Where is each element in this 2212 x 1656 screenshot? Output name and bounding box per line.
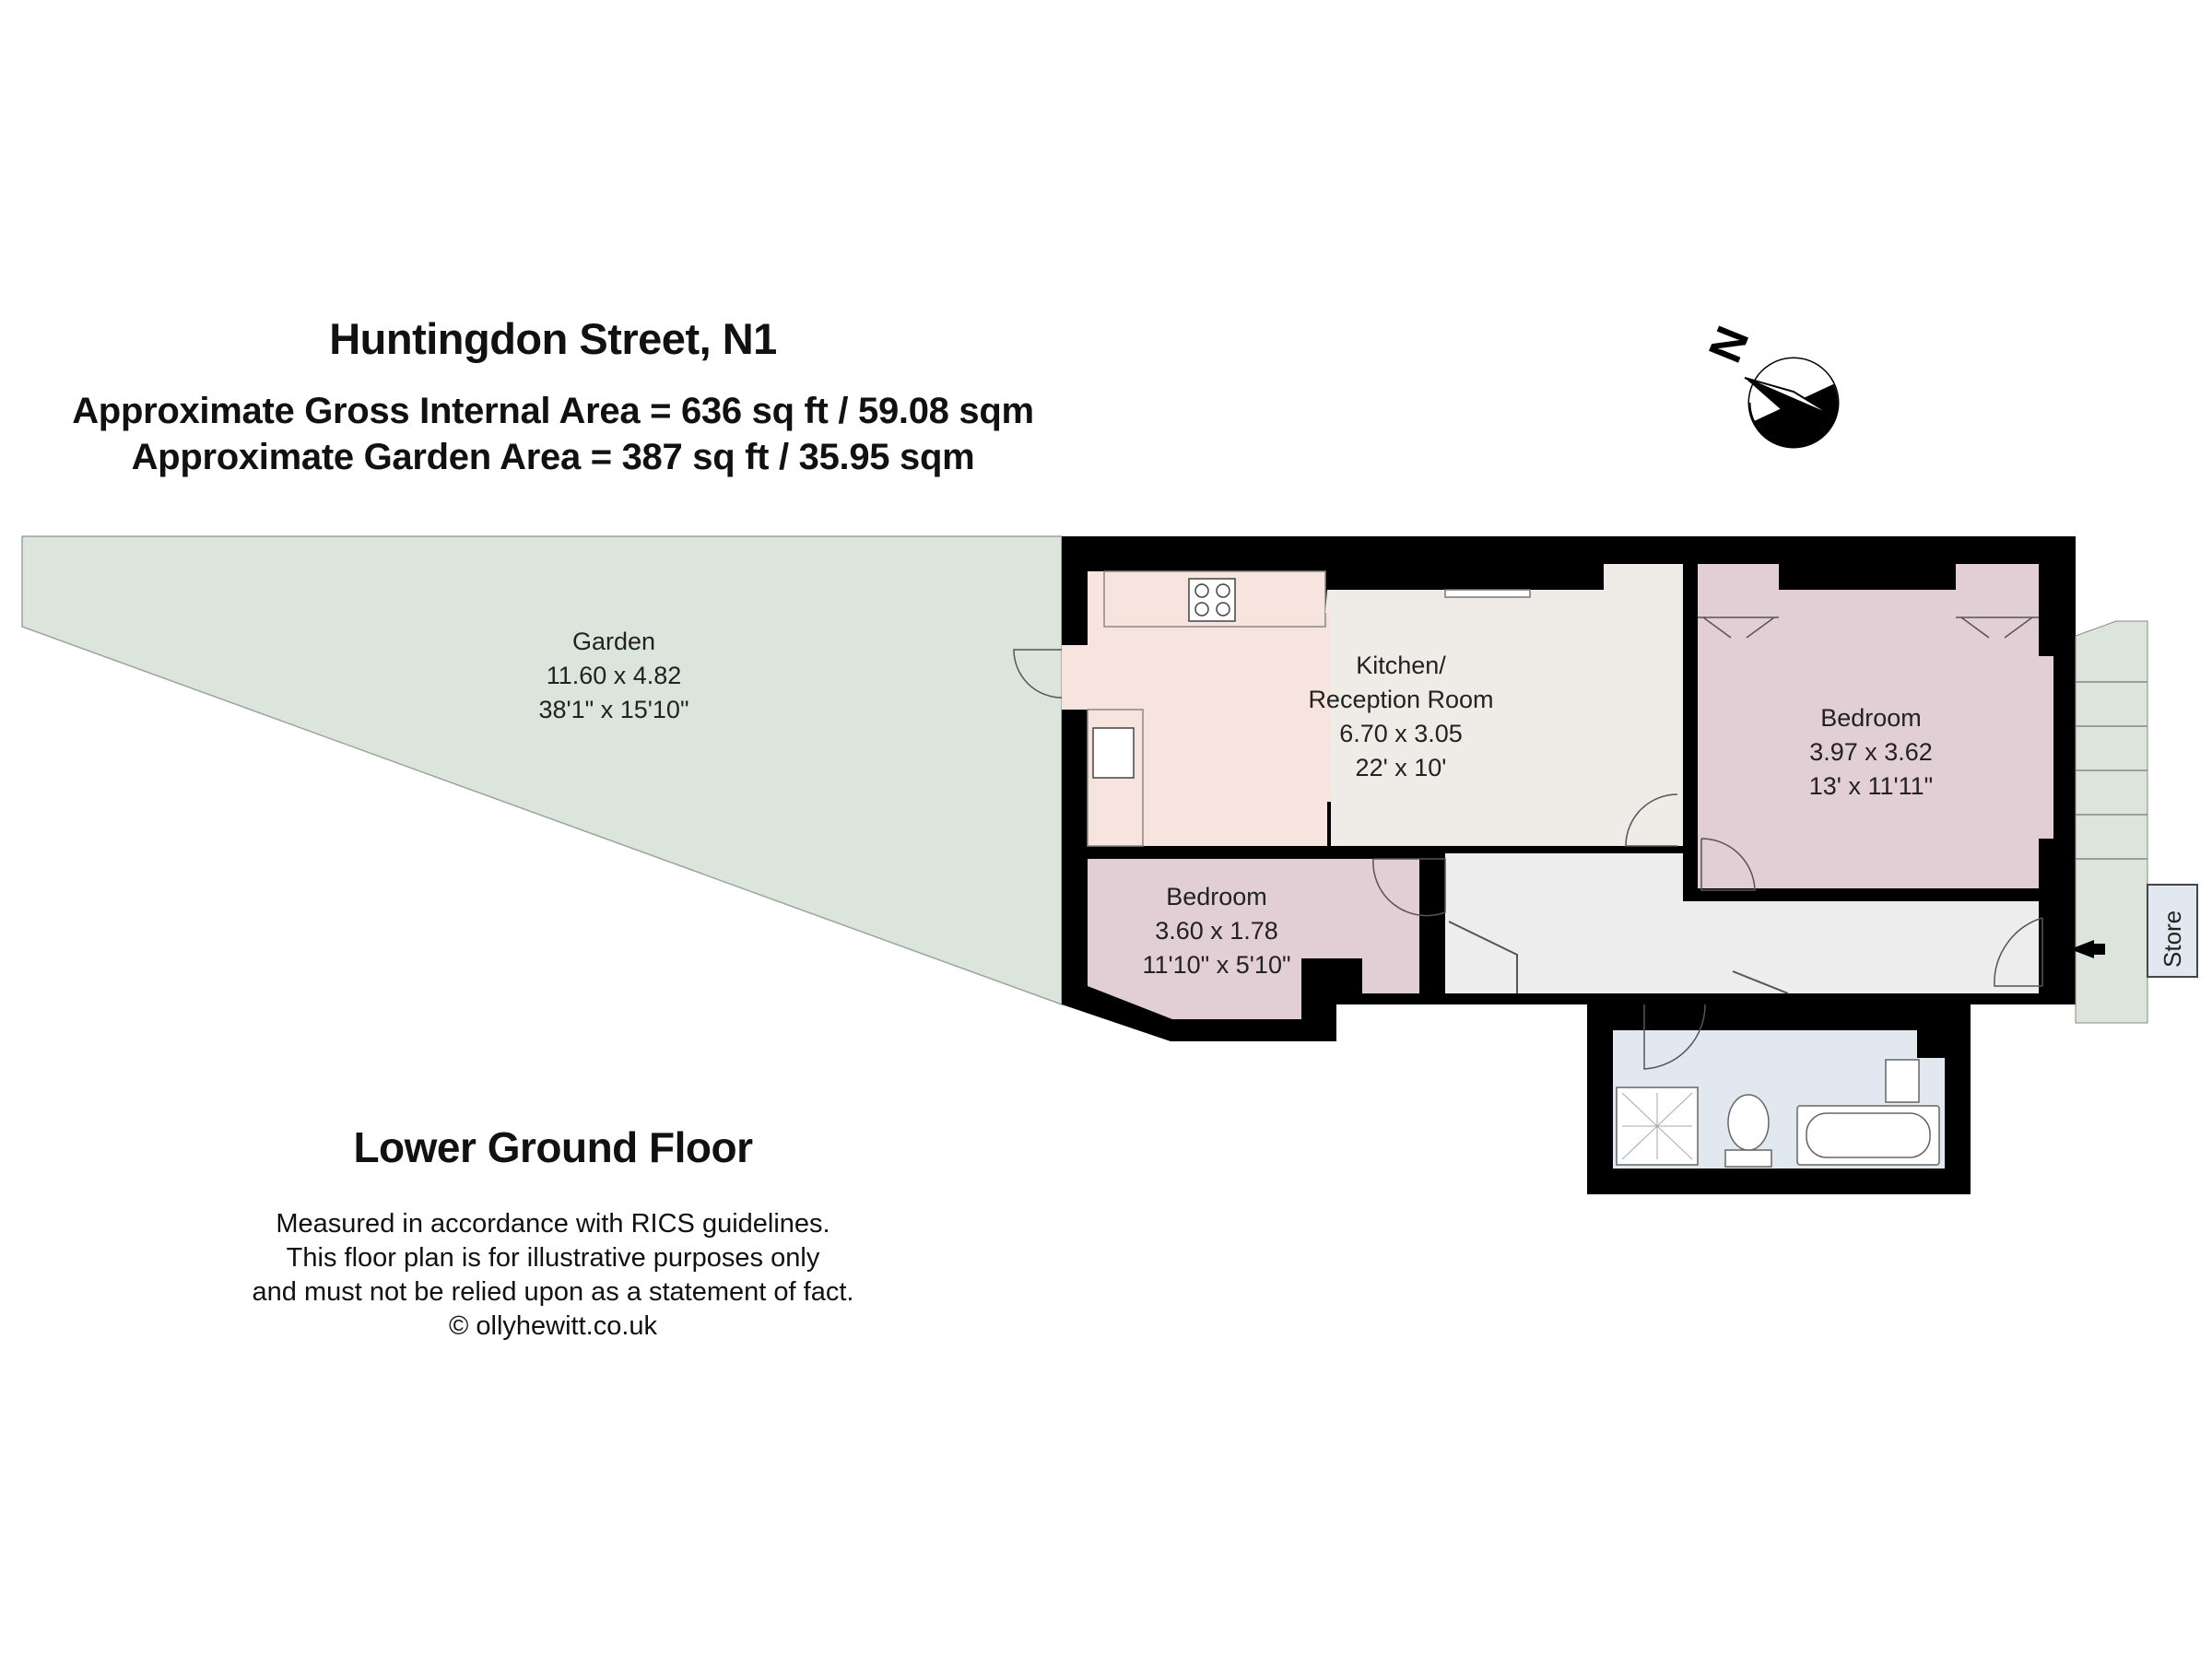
garden-name: Garden <box>572 628 655 655</box>
door-bathroom[interactable] <box>1643 1004 1706 1070</box>
disclaimer-line-1: Measured in accordance with RICS guideli… <box>276 1209 830 1239</box>
bedroom-large-metric: 3.97 x 3.62 <box>1809 738 1933 766</box>
bedroom-small-label: Bedroom 3.60 x 1.78 11'10" x 5'10" <box>1142 883 1290 979</box>
toilet-icon <box>1724 1149 1772 1168</box>
disclaimer: Measured in accordance with RICS guideli… <box>0 1207 1659 1344</box>
bedroom-large-label: Bedroom 3.97 x 3.62 13' x 11'11" <box>1809 704 1934 800</box>
door-bedroom-small[interactable] <box>1372 858 1446 917</box>
reception-floor <box>1325 564 1683 846</box>
plan-title: Huntingdon Street, N1 <box>329 314 777 363</box>
garden-area-shape <box>21 535 1063 1006</box>
external-stairs <box>2075 620 2148 1024</box>
bedroom-large-name: Bedroom <box>1820 704 1922 732</box>
door-entrance[interactable] <box>1994 917 2043 987</box>
hall-floor <box>1445 853 2039 993</box>
entrance-arrow-icon <box>2070 940 2105 958</box>
garden-area: Approximate Garden Area = 387 sq ft / 35… <box>131 437 975 477</box>
sink-icon <box>1092 727 1135 779</box>
disclaimer-line-2: This floor plan is for illustrative purp… <box>286 1243 820 1273</box>
bedroom-small-imperial: 11'10" x 5'10" <box>1142 951 1290 979</box>
garden-label: Garden 11.60 x 4.82 38'1" x 15'10" <box>538 628 688 723</box>
disclaimer-line-3: and must not be relied upon as a stateme… <box>252 1277 854 1307</box>
kitchen-name-line1: Kitchen/ <box>1356 652 1446 679</box>
garden-imperial: 38'1" x 15'10" <box>538 696 688 723</box>
bedroom-large-imperial: 13' x 11'11" <box>1809 772 1934 800</box>
disclaimer-line-4: © ollyhewitt.co.uk <box>448 1311 658 1341</box>
kitchen-metric: 6.70 x 3.05 <box>1339 720 1463 747</box>
kitchen-imperial: 22' x 10' <box>1356 754 1447 781</box>
gross-internal-area: Approximate Gross Internal Area = 636 sq… <box>72 391 1034 431</box>
bathtub-icon <box>1796 1105 1940 1166</box>
kitchen-name-line2: Reception Room <box>1308 686 1493 713</box>
bedroom-small-floor <box>1088 859 1419 1019</box>
basin-icon <box>1885 1059 1920 1103</box>
radiator <box>1444 589 1531 598</box>
store-label: Store <box>2159 910 2186 968</box>
floor-label: Lower Ground Floor <box>353 1123 753 1171</box>
kitchen-label: Kitchen/ Reception Room 6.70 x 3.05 22' … <box>1308 652 1493 781</box>
compass-icon: N <box>1699 319 1840 449</box>
store-area <box>2147 884 2198 978</box>
door-bedroom-large[interactable] <box>1700 838 1756 891</box>
door-garden[interactable] <box>1013 649 1063 699</box>
bedroom-small-metric: 3.60 x 1.78 <box>1155 917 1278 945</box>
compass-north-label: N <box>1699 319 1759 369</box>
cupboard-hall <box>1448 921 1789 994</box>
bedroom-small-name: Bedroom <box>1166 883 1267 910</box>
bedroom-large-floor <box>1698 564 2053 888</box>
hob-icon <box>1188 578 1236 622</box>
door-reception-hall[interactable] <box>1625 793 1678 847</box>
garden-metric: 11.60 x 4.82 <box>547 662 682 689</box>
